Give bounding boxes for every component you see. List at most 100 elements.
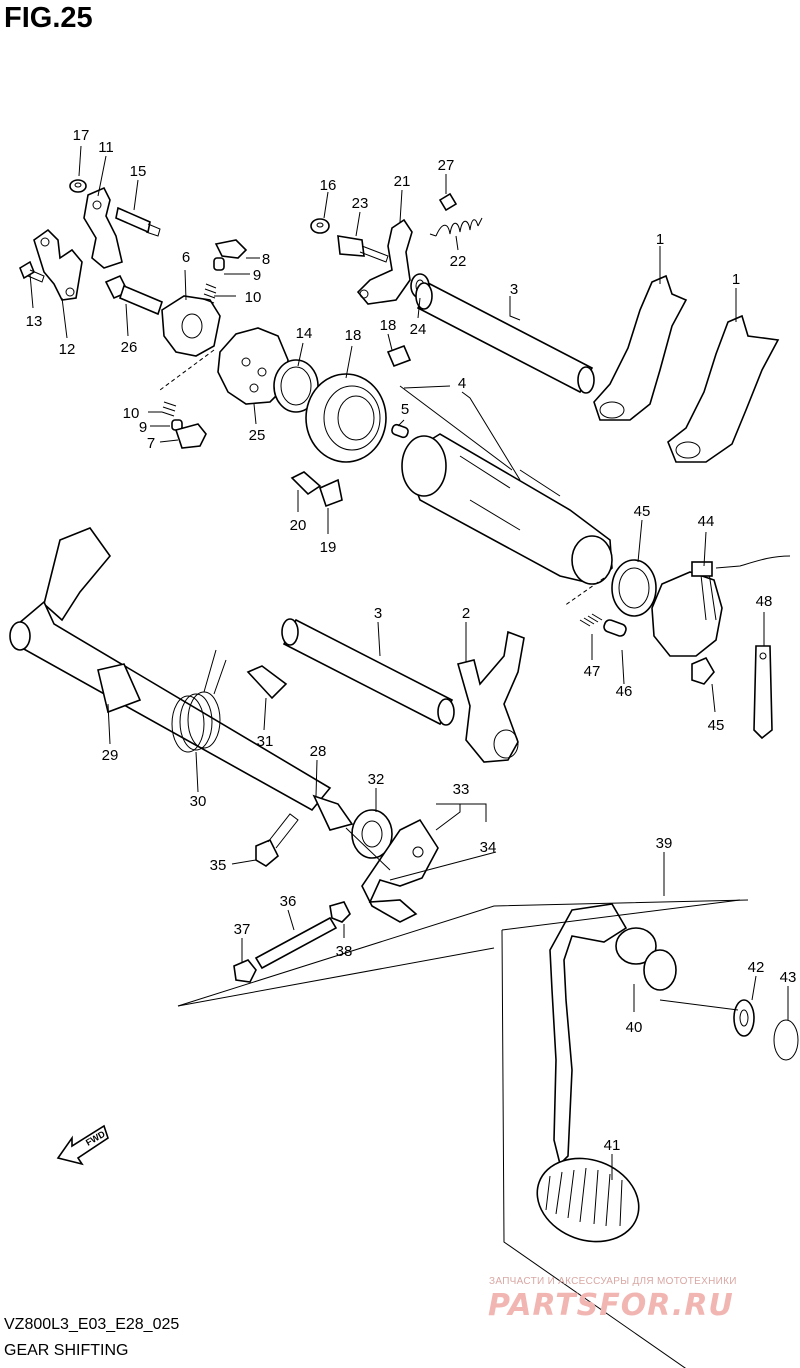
watermark-caption: ЗАПЧАСТИ И АКСЕССУАРЫ ДЛЯ МОТОТЕХНИКИ: [489, 1276, 737, 1287]
callout-4: 4: [458, 375, 466, 392]
part-18-washer-lower: [319, 478, 343, 508]
part-35-rod: [254, 916, 338, 970]
callout-21: 22: [450, 253, 467, 270]
callout-16b: 16: [320, 177, 337, 194]
part-10-spring-lower: [161, 401, 177, 417]
callout-2: 2: [462, 605, 470, 622]
part-37-nut: [329, 901, 351, 923]
callout-48: 48: [756, 593, 773, 610]
callout-6: 6: [182, 249, 190, 266]
assembly-lines: [159, 349, 749, 1368]
callout-44: 45: [634, 503, 651, 520]
callout-30: 31: [257, 733, 274, 750]
fwd-arrow-icon: FWD: [56, 1124, 109, 1166]
callout-32: 33: [453, 781, 470, 798]
callout-3b: 3: [374, 605, 382, 622]
figure-title: FIG.25: [4, 2, 93, 34]
callout-22: 23: [352, 195, 369, 212]
part-10-spring-upper: [202, 283, 217, 304]
callout-19: 20: [290, 517, 307, 534]
callout-25: 26: [121, 339, 138, 356]
part-11-bracket: [83, 186, 123, 269]
callout-9a: 9: [253, 267, 261, 284]
part-16-nut-left: [69, 179, 87, 193]
part-20-arm: [356, 218, 413, 305]
callout-31: 32: [368, 771, 385, 788]
leader-lines: [29, 145, 789, 1180]
watermark-logo: PARTSFOR.RU: [488, 1288, 734, 1323]
callout-10a: 10: [245, 289, 262, 306]
callout-23: 24: [410, 321, 427, 338]
part-1-fork-b: [667, 314, 780, 463]
model-code: VZ800L3_E03_E28_025: [4, 1316, 180, 1333]
callout-11: 11: [98, 139, 114, 156]
part-2-fork: [457, 630, 525, 763]
part-28-shift-shaft: [9, 527, 332, 812]
part-22-stud: [337, 235, 389, 263]
callout-43: 44: [698, 513, 715, 530]
part-13-bolt: [19, 260, 45, 283]
part-4-shift-cam: [401, 433, 613, 585]
part-25-bolt: [104, 274, 163, 316]
part-14-oring: [273, 359, 319, 413]
part-5-pin: [391, 423, 409, 439]
callout-12: 12: [59, 341, 76, 358]
part-8-pawl: [214, 239, 248, 259]
part-40-pedal-rubber: [536, 1157, 640, 1243]
callout-38: 39: [656, 835, 673, 852]
callout-14: 14: [296, 325, 313, 342]
callout-28: 29: [102, 747, 119, 764]
callout-26: 27: [438, 157, 455, 174]
callout-8: 8: [262, 251, 270, 268]
callout-10b: 10: [123, 405, 140, 422]
part-1-fork-a: [593, 274, 688, 421]
part-45-bolt: [691, 656, 715, 685]
part-18-washer-upper: [386, 344, 412, 368]
callout-39: 40: [626, 1019, 643, 1036]
part-12-plate: [33, 228, 83, 301]
callout-41: 42: [748, 959, 765, 976]
callout-18a: 18: [380, 317, 397, 334]
callout-42: 43: [780, 969, 797, 986]
part-16-nut-middle: [310, 218, 330, 234]
callout-1a: 1: [656, 231, 664, 248]
part-7-pawl: [174, 423, 207, 449]
part-9-pin-upper: [213, 257, 225, 271]
callout-17: 18: [345, 327, 362, 344]
part-38-shift-lever: [549, 903, 677, 1166]
part-34-bolt: [255, 813, 299, 867]
part-6-stopper: [161, 295, 221, 357]
callout-15: 15: [130, 163, 147, 180]
part-3-shaft-upper: [415, 282, 595, 394]
callout-33: 34: [480, 839, 497, 856]
part-15-stud: [115, 206, 161, 237]
part-17-bearing: [305, 373, 387, 463]
part-41-washer: [733, 999, 755, 1037]
part-46-pin: [603, 619, 627, 637]
callout-46: 46: [616, 683, 633, 700]
callout-9b: 9: [139, 419, 147, 436]
callout-45: 45: [708, 717, 725, 734]
callout-27: 28: [310, 743, 327, 760]
callout-labels: 17 11 15 13 12 26 6 8 9 10 10 9 7 25 14 …: [26, 127, 797, 1154]
callout-24: 25: [249, 427, 266, 444]
part-36-nut: [233, 959, 257, 983]
callout-35: 36: [280, 893, 297, 910]
part-29-spring: [171, 649, 227, 753]
callout-16a: 17: [73, 127, 90, 144]
part-26-bolt: [438, 192, 458, 212]
callout-40: 41: [604, 1137, 621, 1154]
callout-13: 13: [26, 313, 43, 330]
callout-20: 21: [394, 173, 411, 190]
part-30-bolt: [246, 665, 288, 700]
section-title: GEAR SHIFTING: [4, 1342, 129, 1359]
part-43-switch: [651, 555, 791, 657]
callout-37: 38: [336, 943, 353, 960]
callout-5: 5: [401, 401, 409, 418]
part-42-circlip: [773, 1019, 799, 1061]
callout-3a: 3: [510, 281, 518, 298]
part-27-spline: [312, 794, 354, 831]
callout-7: 7: [147, 435, 155, 452]
callout-18b: 19: [320, 539, 337, 556]
